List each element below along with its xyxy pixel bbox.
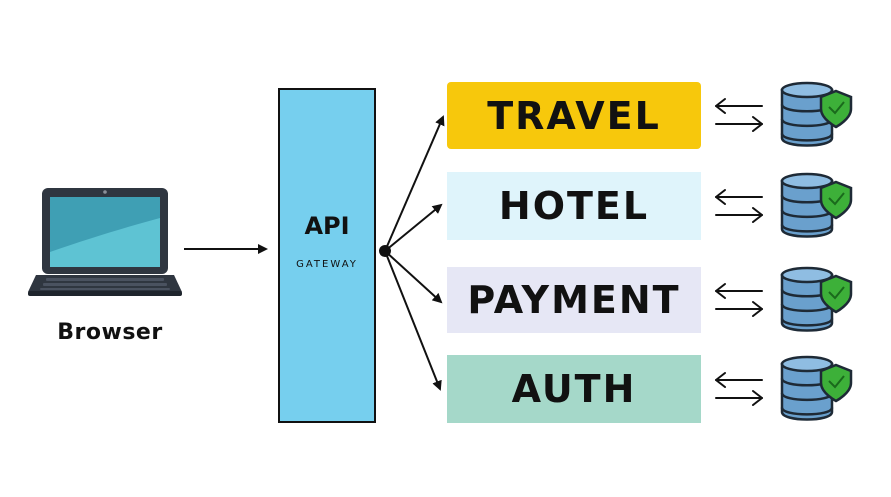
service-travel: TRAVEL (447, 82, 701, 149)
arrow-to-hotel (384, 203, 443, 252)
service-hotel: HOTEL (447, 172, 701, 240)
service-label-hotel: HOTEL (498, 184, 650, 228)
auth-box-bg (447, 355, 701, 423)
database-icon-hotel (780, 172, 853, 238)
arrow-to-payment (384, 250, 443, 304)
hotel-box-bg (447, 172, 701, 240)
shield-icon (819, 180, 853, 220)
database-icon-payment (780, 266, 853, 332)
service-label-auth: AUTH (511, 367, 637, 411)
arrow-to-travel (384, 115, 445, 252)
service-label-payment: PAYMENT (467, 278, 681, 322)
payment-box-bg (447, 267, 701, 333)
sync-arrows-icon-auth (715, 372, 763, 406)
gateway-title: API (304, 212, 350, 240)
gateway-subtitle: GATEWAY (296, 259, 358, 270)
shield-icon (819, 363, 853, 403)
browser-label: Browser (57, 320, 163, 345)
service-auth: AUTH (447, 355, 701, 423)
service-label-travel: TRAVEL (487, 93, 661, 138)
sync-arrows-icon-travel (715, 98, 763, 132)
database-icon-auth (780, 355, 853, 421)
shield-icon (819, 274, 853, 314)
fan-out-arrows (384, 115, 445, 391)
laptop-icon (28, 188, 182, 296)
sync-arrows-icon-payment (715, 283, 763, 317)
shield-icon (819, 89, 853, 129)
service-payment: PAYMENT (447, 267, 701, 333)
travel-box-bg (447, 82, 701, 149)
sync-arrows-icon-hotel (715, 189, 763, 223)
api-gateway-box (278, 88, 376, 423)
arrow-to-auth (384, 250, 442, 391)
database-icon-travel (780, 81, 853, 147)
